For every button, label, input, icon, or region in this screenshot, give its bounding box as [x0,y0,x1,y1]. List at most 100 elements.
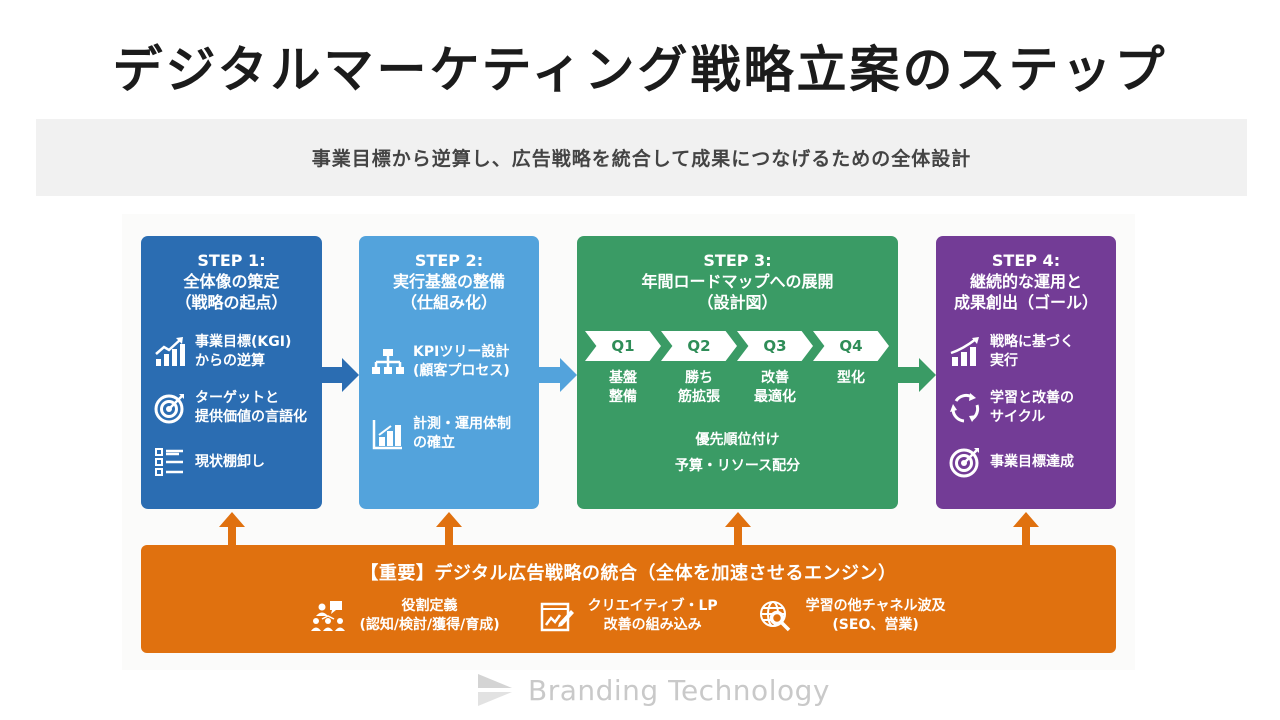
step-label: STEP 3: [703,251,772,270]
engine-items: 役割定義 (認知/検討/獲得/育成) クリエイティブ・LP 改善の組み込み 学習… [141,597,1116,635]
step-subtitle: （仕組み化） [400,293,497,312]
quarter-desc: 最適化 [754,389,796,405]
item-text: KPIツリー設計 [413,344,510,360]
step-title: 継続的な運用と [969,272,1082,291]
engine-item: 役割定義 (認知/検討/獲得/育成) [311,597,500,635]
step-1-items: 事業目標(KGI) からの逆算 ターゲットと 提供価値の言語化 現状棚卸し [141,333,322,479]
flow-arrow-2-3 [538,355,578,395]
step-3-notes: 優先順位付け 予算・リソース配分 [577,427,898,479]
item-text: 実行 [990,353,1018,369]
item-text: の確立 [413,435,455,451]
step-heading: STEP 1: 全体像の策定 （戦略の起点） [141,250,322,313]
note-text: 予算・リソース配分 [674,458,801,474]
item-text: からの逆算 [195,353,265,369]
engine-item: クリエイティブ・LP 改善の組み込み [540,597,718,635]
step-3-card: STEP 3: 年間ロードマップへの展開 （設計図） Q1 基盤 整備 Q2 勝… [577,236,898,509]
brand-name: Branding Technology [528,673,830,707]
quarter-q1: Q1 基盤 整備 [585,331,661,407]
step-title: 全体像の策定 [183,272,280,291]
quarter-desc: 整備 [609,389,637,405]
quarter-q2: Q2 勝ち 筋拡張 [661,331,737,407]
step-subtitle: （戦略の起点） [175,293,288,312]
item-text: 学習と改善の [990,390,1074,406]
up-arrow-step-2 [434,512,464,546]
checklist-icon [153,445,187,479]
step-label: STEP 2: [414,251,484,270]
step-title: 年間ロードマップへの展開 [641,272,834,291]
quarter-chevron: Q1 [585,331,661,361]
engine-item-text: 改善の組み込み [603,617,702,633]
step-2-card: STEP 2: 実行基盤の整備 （仕組み化） KPIツリー設計 (顧客プロセス)… [359,236,539,509]
item-text: 事業目標(KGI) [195,334,292,350]
list-item: 学習と改善の サイクル [948,389,1110,427]
quarter-q4: Q4 型化 [813,331,889,407]
brand-arrow-icon [476,672,514,708]
engine-item-text: (認知/検討/獲得/育成) [359,617,500,633]
list-item: KPIツリー設計 (顧客プロセス) [371,343,533,381]
engine-item-text: 学習の他チャネル波及 [805,598,946,614]
step-heading: STEP 2: 実行基盤の整備 （仕組み化） [359,250,539,313]
quarter-desc: 改善 [761,370,789,386]
engine-item-text: (SEO、営業) [832,617,919,633]
bar-chart-icon [371,417,405,451]
up-arrow-step-3 [723,512,753,546]
quarter-chevron: Q2 [661,331,737,361]
flow-arrow-3-4 [897,355,937,395]
growth-chart-icon [153,335,187,369]
item-text: 事業目標達成 [990,453,1074,470]
quarter-desc: 基盤 [609,370,637,386]
team-roles-icon [311,599,346,633]
step-subtitle: （設計図） [697,293,778,312]
growth-chart-icon [948,335,982,369]
step-4-card: STEP 4: 継続的な運用と 成果創出（ゴール） 戦略に基づく 実行 学習と改… [936,236,1116,509]
engine-item-text: 役割定義 [401,598,458,614]
step-subtitle: 成果創出（ゴール） [953,293,1098,312]
item-text: 現状棚卸し [195,453,265,470]
up-arrow-step-4 [1011,512,1041,546]
global-search-icon [758,599,792,633]
step-1-card: STEP 1: 全体像の策定 （戦略の起点） 事業目標(KGI) からの逆算 タ… [141,236,322,509]
list-item: 戦略に基づく 実行 [948,333,1110,371]
page-title: デジタルマーケティング戦略立案のステップ [112,41,1168,99]
org-tree-icon [371,345,405,379]
quarter-desc: 筋拡張 [678,389,720,405]
step-4-items: 戦略に基づく 実行 学習と改善の サイクル 事業目標達成 [936,333,1116,479]
step-title: 実行基盤の整備 [392,272,505,291]
quarter-desc: 型化 [837,370,865,386]
quarter-roadmap: Q1 基盤 整備 Q2 勝ち 筋拡張 Q3 改善 最適化 Q4 型化 [585,331,898,407]
flow-arrow-1-2 [320,355,360,395]
item-text: サイクル [990,409,1046,425]
engine-title: 【重要】デジタル広告戦略の統合（全体を加速させるエンジン） [360,563,897,584]
list-item: 事業目標(KGI) からの逆算 [153,333,316,371]
quarter-desc: 勝ち [685,370,713,386]
engine-item-text: クリエイティブ・LP [587,598,718,614]
quarter-chevron: Q3 [737,331,813,361]
item-text: 計測・運用体制 [413,416,511,432]
engine-item: 学習の他チャネル波及 (SEO、営業) [758,597,946,635]
subtitle-band: 事業目標から逆算し、広告戦略を統合して成果につなげるための全体設計 [36,119,1247,196]
list-item: 事業目標達成 [948,445,1110,479]
step-2-items: KPIツリー設計 (顧客プロセス) 計測・運用体制 の確立 [359,343,539,453]
list-item: ターゲットと 提供価値の言語化 [153,389,316,427]
brand-logo: Branding Technology [476,672,830,708]
up-arrow-step-1 [217,512,247,546]
quarter-q3: Q3 改善 最適化 [737,331,813,407]
target-icon [153,391,187,425]
engine-bar: 【重要】デジタル広告戦略の統合（全体を加速させるエンジン） 役割定義 (認知/検… [141,545,1116,653]
item-text: 戦略に基づく [990,334,1074,350]
list-item: 現状棚卸し [153,445,316,479]
quarter-chevron: Q4 [813,331,889,361]
step-heading: STEP 3: 年間ロードマップへの展開 （設計図） [577,250,898,313]
item-text: 提供価値の言語化 [195,409,307,425]
subtitle-text: 事業目標から逆算し、広告戦略を統合して成果につなげるための全体設計 [311,148,972,170]
step-label: STEP 1: [197,251,266,270]
item-text: (顧客プロセス) [413,363,510,379]
note-text: 優先順位付け [695,432,780,448]
target-icon [948,445,982,479]
list-item: 計測・運用体制 の確立 [371,415,533,453]
creative-edit-icon [540,599,574,633]
step-heading: STEP 4: 継続的な運用と 成果創出（ゴール） [936,250,1116,313]
item-text: ターゲットと [195,390,279,406]
step-label: STEP 4: [991,251,1061,270]
cycle-icon [948,391,982,425]
